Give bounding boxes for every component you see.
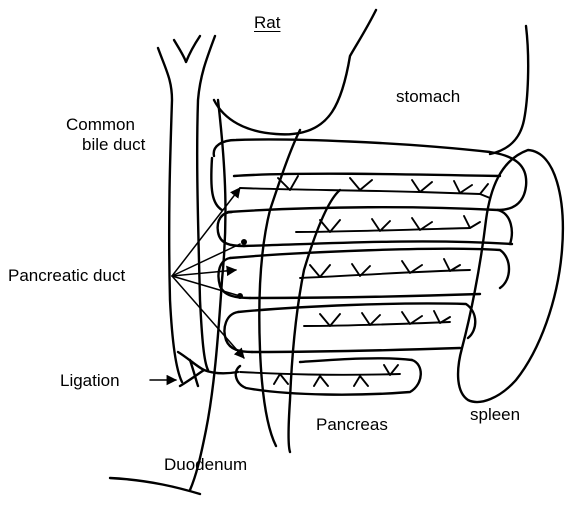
common-bile-duct	[158, 36, 215, 382]
ligation-label: Ligation	[60, 372, 120, 389]
pancreatic-duct-pointers	[172, 188, 247, 358]
common-bile-duct-label-line2: bile duct	[82, 136, 145, 153]
pancreas-label: Pancreas	[316, 416, 388, 433]
spleen-label: spleen	[470, 406, 520, 423]
diagram-title: Rat	[254, 14, 280, 31]
duodenum-label: Duodenum	[164, 456, 247, 473]
common-bile-duct-label-line1: Common	[66, 116, 135, 133]
pancreatic-duct-label: Pancreatic duct	[8, 267, 125, 284]
stomach-label: stomach	[396, 88, 460, 105]
spleen	[458, 150, 563, 402]
